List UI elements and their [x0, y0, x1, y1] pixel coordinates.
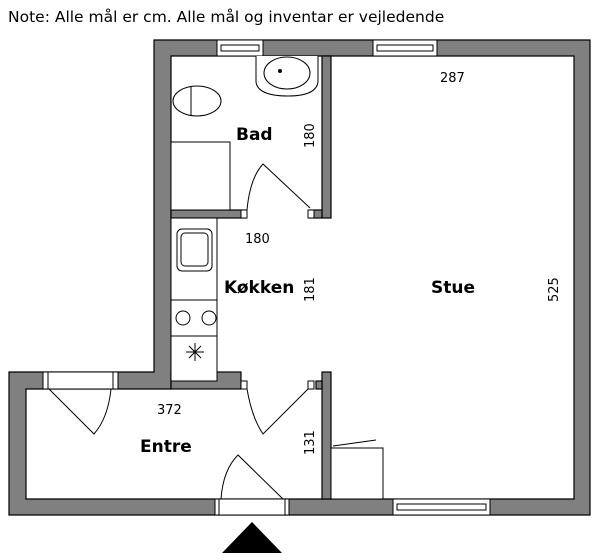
room-label-bad: Bad — [236, 125, 273, 145]
stove-burner — [175, 310, 191, 326]
dim-kitchen-height: 181 — [303, 277, 318, 302]
window-entre — [42, 371, 119, 390]
door-entre-window — [48, 388, 112, 435]
plan-note: Note: Alle mål er cm. Alle mål og invent… — [8, 8, 445, 26]
window-stue-bottom — [392, 498, 491, 516]
dim-stue-height: 525 — [547, 277, 562, 302]
wall-kitchen-bottom-right — [315, 380, 323, 390]
wall-kitchen-entre-stue — [321, 371, 332, 500]
stove-burner — [201, 310, 217, 326]
front-door-opening — [214, 498, 290, 516]
window-stue-top — [372, 39, 438, 57]
window-bad — [216, 39, 264, 57]
dim-entre-width: 372 — [157, 403, 182, 418]
dim-bad: 180 — [303, 123, 318, 148]
room-label-kokken: Køkken — [224, 278, 294, 298]
walls — [8, 39, 591, 516]
room-label-entre: Entre — [140, 437, 192, 457]
wall-bad-bottom-left — [170, 209, 246, 219]
toilet — [172, 85, 222, 117]
fan-icon — [186, 343, 204, 361]
shower — [170, 141, 231, 211]
room-label-stue: Stue — [431, 278, 475, 298]
desk — [330, 447, 384, 500]
dim-kitchen-width: 180 — [245, 232, 270, 247]
door-bad — [246, 163, 311, 211]
dim-entre-height: 131 — [303, 430, 318, 455]
wall-bad-stue — [321, 55, 332, 219]
door-kitchen — [246, 388, 309, 435]
dim-stue-width: 287 — [440, 71, 465, 86]
door-front — [220, 454, 284, 500]
entrance-arrow-icon — [222, 522, 282, 553]
outer-wall — [8, 39, 591, 516]
